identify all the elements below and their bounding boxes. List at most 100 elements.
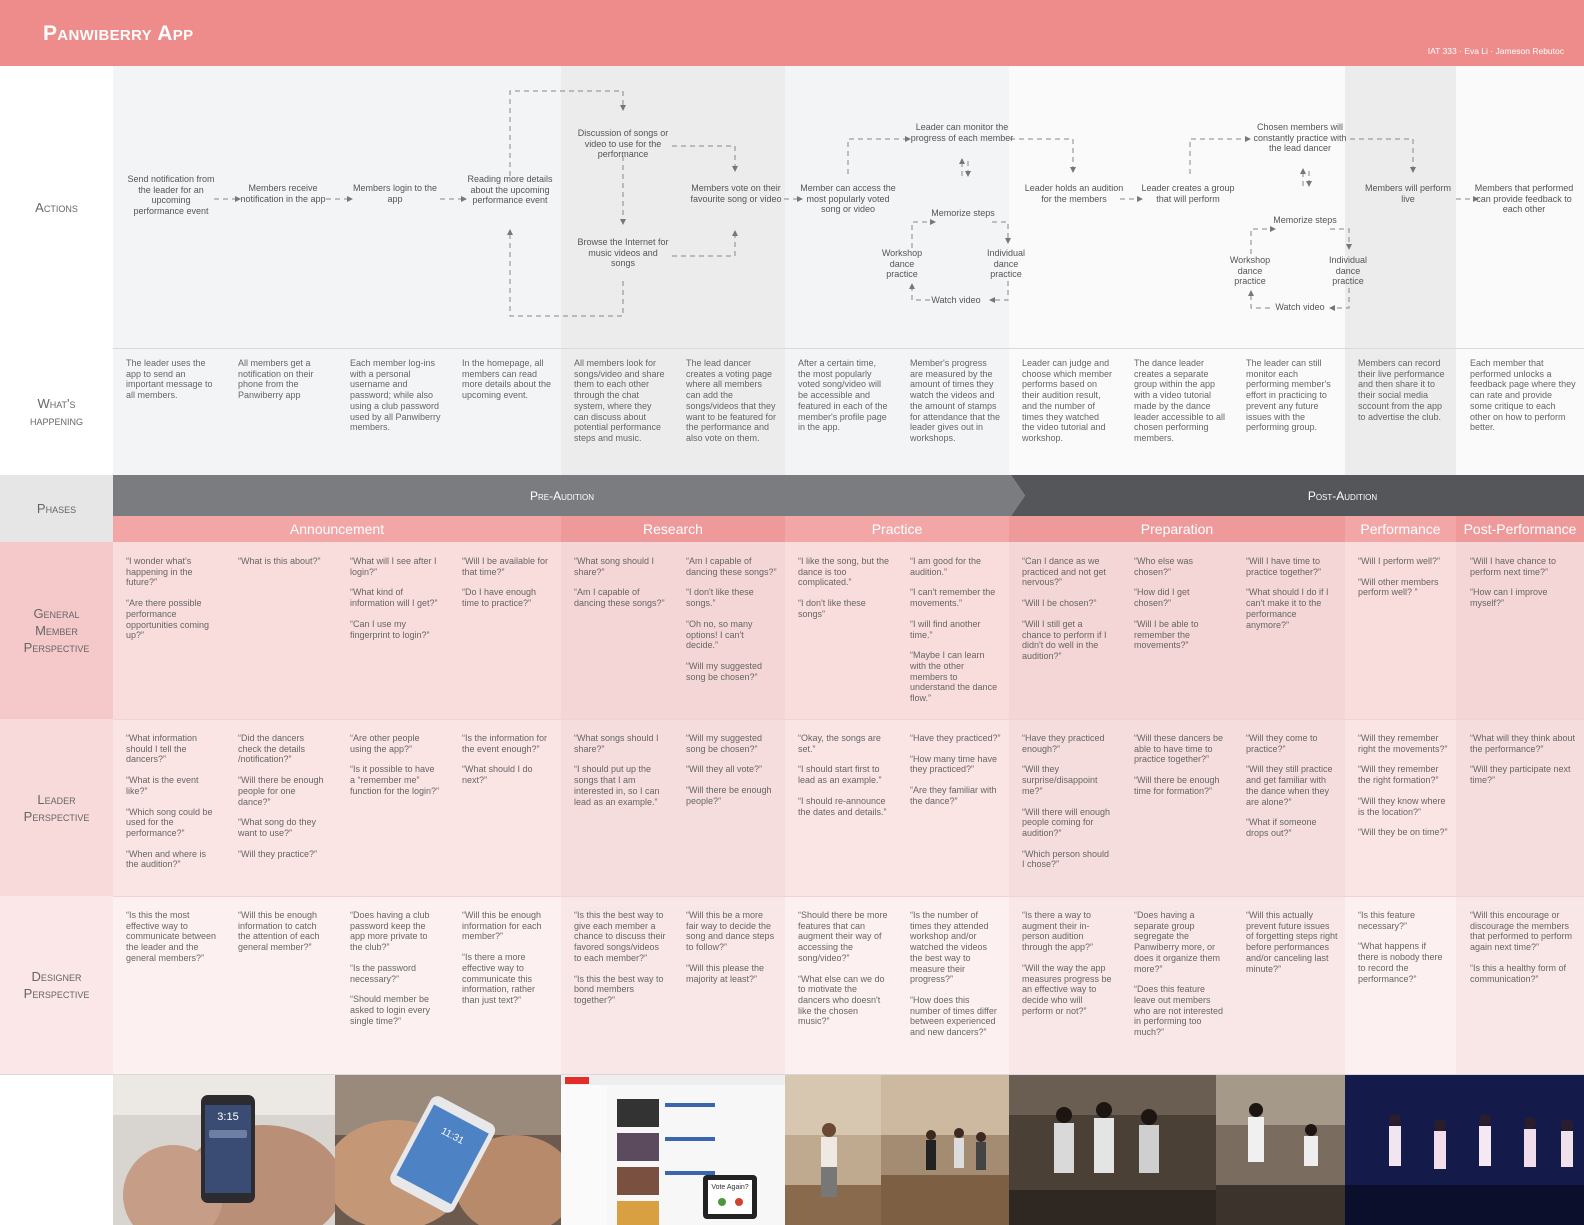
quote: “Will they remember right the movements?… [1358,733,1448,754]
action-discussion: Discussion of songs or video to use for … [577,128,669,159]
quote: “Did the dancers check the details /noti… [238,733,306,765]
leader-perspective-cell: “Did the dancers check the details /noti… [238,733,330,869]
quote: “How does this number of times differ be… [910,994,997,1038]
quote: “Will this be a more fair way to decide … [686,910,775,953]
column-shade [1009,66,1345,475]
quote: “Will this be enough information for eac… [462,910,542,942]
member-perspective-cell: “Will I perform well?” “Will other member… [1358,556,1448,608]
quote: “Who else was chosen?” [1134,556,1194,577]
quote: “Will this actually prevent future issue… [1246,910,1338,974]
divider [0,896,1584,897]
row-label-member: General Member Perspective [0,542,113,719]
leader-perspective-cell: “What will they think about the performa… [1470,733,1576,796]
happening-cell: Member's progress are measured by the am… [910,358,1001,443]
happening-cell: The leader can still monitor each perfor… [1246,358,1331,433]
row-label-phases: Phases [0,475,113,542]
header-banner: Panwiberry App IAT 333 · Eva Li · Jameso… [0,0,1584,66]
designer-perspective-cell: “Will this encourage or discourage the m… [1470,910,1576,994]
leader-perspective-cell: “Will my suggested song be chosen?”“Will… [686,733,778,817]
quote: “Is there a more effective way to commun… [462,952,536,1005]
action-memorize-2: Memorize steps [1273,215,1337,225]
quote: “What is the event like?” [126,775,199,796]
leader-perspective-cell: “Is the information for the event enough… [462,733,554,796]
action-perform-live: Members will perform live [1364,183,1451,204]
action-login: Members login to the app [352,183,438,204]
quote: “What should I do if I can't make it to … [1246,587,1329,630]
happening-cell: All members look for songs/video and sha… [574,358,665,443]
row-label-happening: What's happening [0,348,113,475]
quote: “Will the way the app measures progress … [1022,962,1112,1016]
member-perspective-cell: “I like the song, but the dance is too c… [798,556,890,630]
member-perspective-cell: “What song should I share?”“Am I capable… [574,556,666,619]
row-label-designer: Designer Perspective [0,896,113,1074]
member-perspective-cell: “What is this about?” [238,556,330,577]
quote: “Will they come to practice?” [1246,733,1318,754]
column-shade [113,66,561,475]
happening-cell: After a certain time, the most popularly… [798,358,888,433]
quote: “Do I have enough time to practice?” [462,587,537,609]
action-monitor: Leader can monitor the progress of each … [910,122,1014,143]
designer-perspective-cell: “Will this actually prevent future issue… [1246,910,1338,984]
leader-perspective-cell: “Are other people using the app?”“Is it … [350,733,442,807]
quote: “Will this be enough information to catc… [238,910,320,953]
leader-perspective-cell: “Have they practiced?”“How many time hav… [910,733,1002,817]
designer-perspective-cell: “Does having a separate group segregate … [1134,910,1226,1048]
leader-perspective-cell: “What information should I tell the danc… [126,733,218,880]
quote: “How did I get chosen?” [1134,587,1190,609]
quote: “Will they still practice and get famili… [1246,764,1333,807]
action-read-details: Reading more details about the upcoming … [467,174,553,205]
quote: “Will they all vote?” [686,764,763,775]
leader-perspective-cell: “Will these dancers be able to have time… [1134,733,1226,807]
photo-dance-practice-1 [785,1075,881,1225]
quote: “Are they familiar with the dance?” [910,785,997,806]
designer-perspective-cell: “Is the number of times they attended wo… [910,910,1002,1048]
happening-cell: All members get a notification on their … [238,358,314,401]
happening-cell: Members can record their live performanc… [1358,358,1445,422]
divider [0,1074,1584,1075]
action-vote: Members vote on their favourite song or … [690,183,782,204]
quote: “Can I use my fingerprint to login?” [350,618,430,640]
happening-cell: The dance leader creates a separate grou… [1134,358,1226,443]
quote: “Okay, the songs are set.” [798,733,881,754]
quote: “Will there be enough time for formation… [1134,775,1220,796]
quote: “Will they practice?” [238,848,318,859]
quote: “I don't like these songs.” [686,587,754,609]
quote: “Will there will enough people coming fo… [1022,806,1111,838]
quote: “Does having a club password keep the ap… [350,910,430,953]
subphase-research: Research [561,516,785,542]
quote: “Will this encourage or discourage the m… [1470,910,1573,953]
quote: “Will they participate next time?” [1470,764,1571,786]
happening-cell: Each member log-ins with a personal user… [350,358,441,433]
quote: “Will I be able to remember the movement… [1134,618,1199,651]
quote: “Will they remember the right formation?… [1358,764,1439,786]
quote: “Will other members perform well? ” [1358,576,1439,598]
quote: “Will these dancers be able to have time… [1134,733,1224,765]
subphase-announcement: Announcement [113,516,561,542]
subphase-performance: Performance [1345,516,1456,542]
member-perspective-cell: “Will I be available for that time?”“Do … [462,556,554,619]
member-perspective-cell: “Will I have time to practice together?”… [1246,556,1338,640]
quote: “How can I improve myself?” [1470,587,1548,609]
quote: “What song should I share?” [574,556,655,577]
phase-pre-audition: Pre-Audition [529,488,594,503]
action-individual-1: Individual dance practice [986,248,1026,279]
app-title: Panwiberry App [43,22,194,45]
quote: “What song do they want to use?” [238,817,317,838]
quote: “Will they know where is the location?” [1358,795,1446,817]
column-shade [1345,66,1456,475]
leader-band [0,719,1584,896]
quote: “What kind of information will I get?” [350,587,438,609]
designer-perspective-cell: “Is there a way to augment their in-pers… [1022,910,1114,1026]
row-column-shade [1009,542,1345,1074]
vote-popup-text: Vote Again? [711,1184,748,1191]
quote: “Will I perform well?” [1358,556,1441,566]
quote: “Is the information for the event enough… [462,733,548,754]
action-browse: Browse the Internet for music videos and… [577,237,669,268]
row-label-actions: Actions [0,66,113,348]
quote: “What information should I tell the danc… [126,733,198,765]
quote: “What else can we do to motivate the dan… [798,973,885,1027]
phase-post-audition: Post-Audition [1307,488,1378,503]
column-shade [1456,66,1584,475]
quote: “Is this the best way to bond members to… [574,973,664,1005]
happening-cell: The leader uses the app to send an impor… [126,358,213,401]
